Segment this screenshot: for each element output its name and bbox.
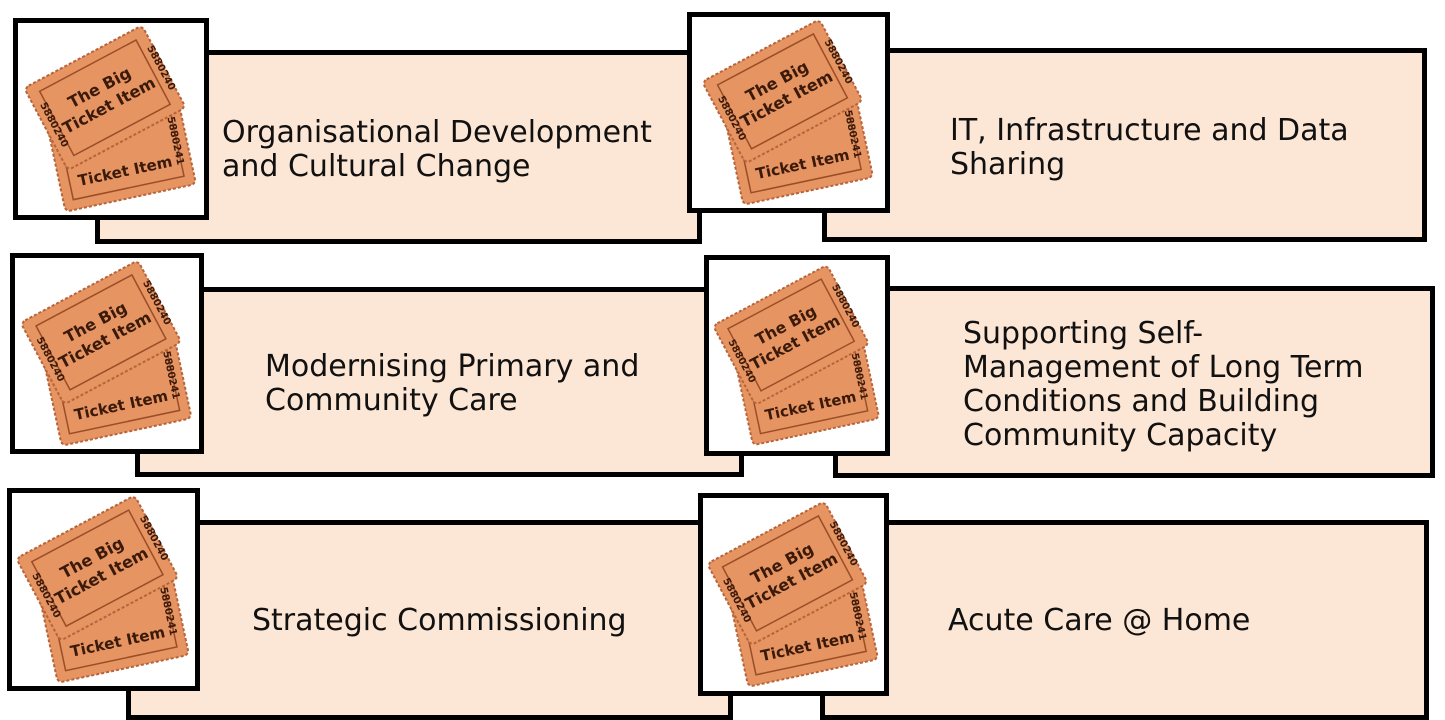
ticket-icon: Ticket Item 5880241 The Big Ticket Item … xyxy=(687,12,890,213)
item-card-2 xyxy=(822,48,1427,242)
ticket-icon: Ticket Item 5880241 The Big Ticket Item … xyxy=(7,488,200,691)
ticket-icon: Ticket Item 5880241 The Big Ticket Item … xyxy=(10,253,204,454)
item-label-2: IT, Infrastructure and Data Sharing xyxy=(950,113,1349,182)
item-label-5: Strategic Commissioning xyxy=(252,603,627,638)
item-label-4: Supporting Self- Management of Long Term… xyxy=(963,316,1364,453)
ticket-icon: Ticket Item 5880241 The Big Ticket Item … xyxy=(13,18,209,220)
item-label-3: Modernising Primary and Community Care xyxy=(265,349,640,418)
item-label-1: Organisational Development and Cultural … xyxy=(222,115,652,184)
item-card-4 xyxy=(833,286,1435,478)
item-label-6: Acute Care @ Home xyxy=(948,603,1251,638)
ticket-icon: Ticket Item 5880241 The Big Ticket Item … xyxy=(698,493,889,696)
item-card-6 xyxy=(820,520,1429,720)
ticket-icon: Ticket Item 5880241 The Big Ticket Item … xyxy=(704,255,890,456)
